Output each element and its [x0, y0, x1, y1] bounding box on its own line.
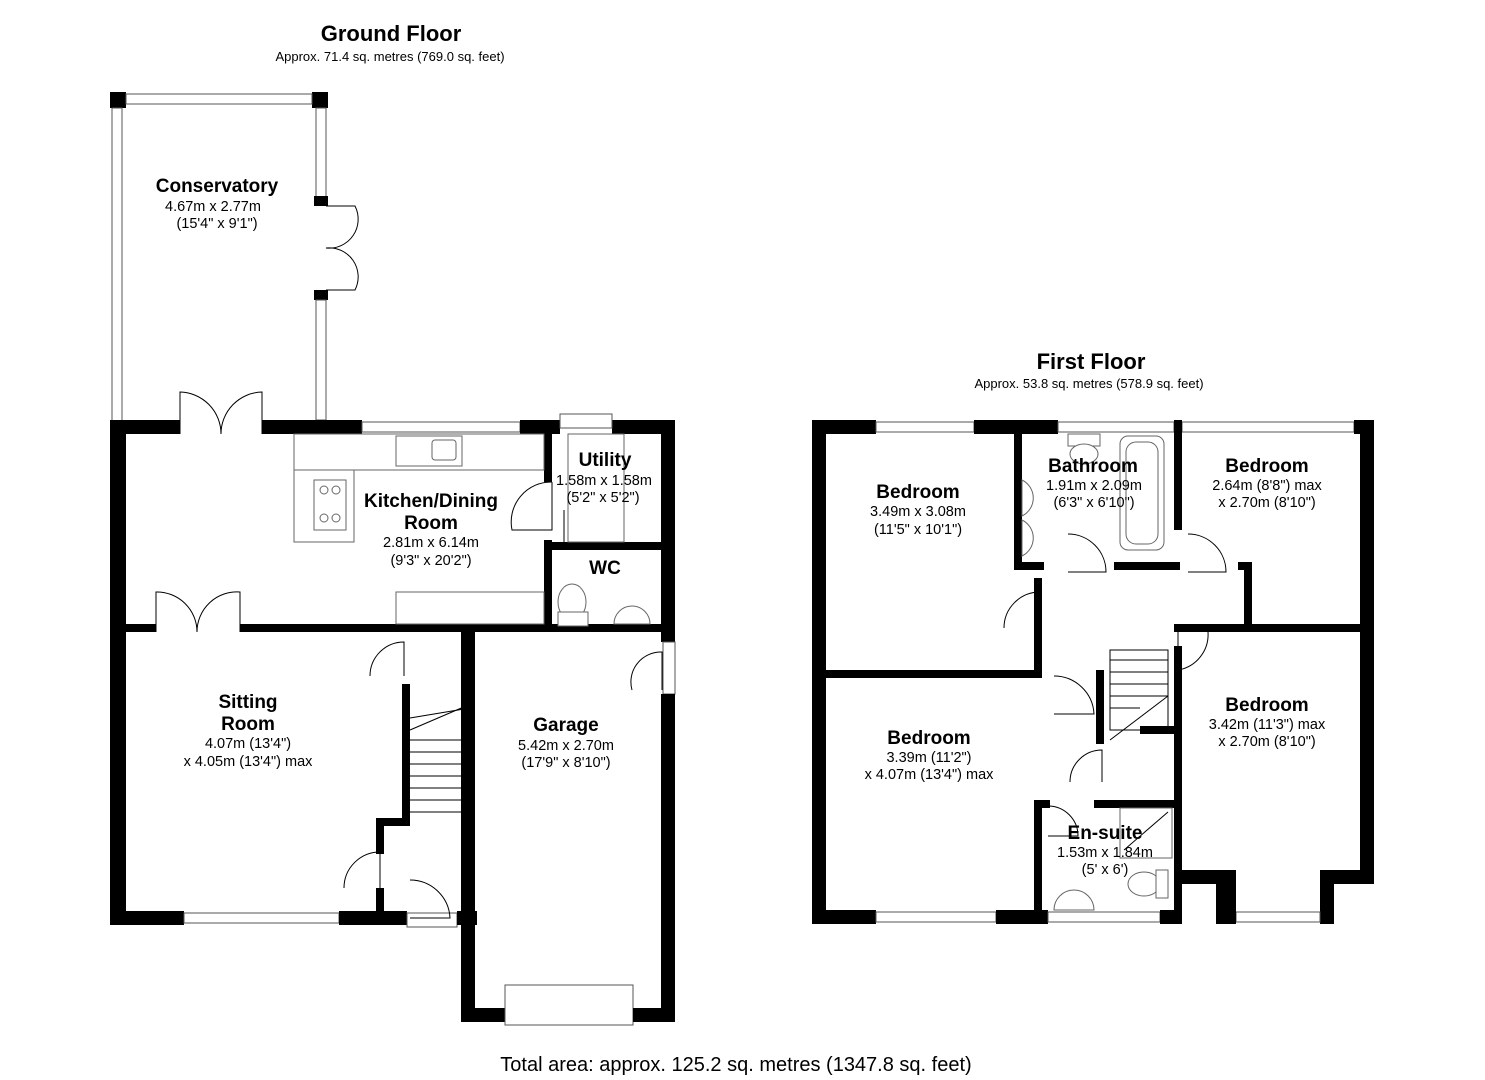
room-dims: (15'4" x 9'1"): [176, 216, 257, 232]
ground-floor-fixtures: [293, 433, 651, 813]
room-label-bedroom-rear-left: Bedroom 3.39m (11'2") x 4.07m (13'4") ma…: [865, 728, 995, 783]
room-dims: 2.64m (8'8") max: [1212, 478, 1322, 494]
room-dims: 1.91m x 2.09m: [1046, 478, 1142, 494]
room-dims: 3.49m x 3.08m: [870, 504, 966, 520]
room-name: Room: [221, 714, 275, 735]
first-floor-heading: First Floor Approx. 53.8 sq. metres (578…: [974, 349, 1203, 391]
room-label-garage: Garage 5.42m x 2.70m (17'9" x 8'10"): [518, 715, 614, 771]
first-floor-title: First Floor: [1037, 349, 1146, 374]
room-name: Bedroom: [887, 728, 970, 749]
room-dims: (9'3" x 20'2"): [390, 553, 471, 569]
room-label-bedroom-front-right: Bedroom 2.64m (8'8") max x 2.70m (8'10"): [1212, 456, 1322, 511]
room-name: WC: [589, 558, 621, 579]
ground-floor-area: Approx. 71.4 sq. metres (769.0 sq. feet): [275, 49, 504, 64]
room-name: Bedroom: [876, 482, 959, 503]
room-label-conservatory: Conservatory 4.67m x 2.77m (15'4" x 9'1"…: [156, 176, 279, 232]
room-dims: 4.07m (13'4"): [205, 736, 291, 752]
ground-floor-title: Ground Floor: [321, 21, 462, 46]
room-label-ensuite: En-suite 1.53m x 1.84m (5' x 6'): [1057, 823, 1153, 878]
room-label-bedroom-front-left: Bedroom 3.49m x 3.08m (11'5" x 10'1"): [870, 482, 966, 538]
room-label-wc: WC: [589, 558, 621, 579]
total-area: Total area: approx. 125.2 sq. metres (13…: [500, 1054, 971, 1076]
room-dims: x 4.07m (13'4") max: [865, 767, 995, 783]
room-name: En-suite: [1068, 823, 1143, 844]
ground-floor-plan: [110, 92, 676, 1026]
first-floor-area: Approx. 53.8 sq. metres (578.9 sq. feet): [974, 376, 1203, 391]
room-dims: x 2.70m (8'10"): [1218, 495, 1315, 511]
first-floor-doors: [1003, 533, 1227, 837]
room-name: Bedroom: [1225, 456, 1308, 477]
conservatory-walls: [110, 92, 359, 424]
first-floor-plan: [812, 420, 1374, 924]
room-dims: (17'9" x 8'10"): [521, 755, 610, 771]
ground-floor-doors: [155, 391, 663, 919]
room-name: Conservatory: [156, 176, 279, 197]
room-dims: 3.42m (11'3") max: [1209, 717, 1326, 733]
room-dims: 4.67m x 2.77m: [165, 199, 261, 215]
room-dims: 2.81m x 6.14m: [383, 535, 479, 551]
room-dims: 3.39m (11'2"): [886, 750, 971, 766]
first-floor-walls: [812, 420, 1374, 924]
room-name: Bedroom: [1225, 695, 1308, 716]
room-name: Utility: [579, 450, 632, 471]
room-dims: x 2.70m (8'10"): [1218, 734, 1315, 750]
room-label-sitting: Sitting Room 4.07m (13'4") x 4.05m (13'4…: [184, 692, 314, 770]
room-dims: x 4.05m (13'4") max: [184, 754, 314, 770]
room-dims: (11'5" x 10'1"): [874, 522, 962, 538]
ground-floor-heading: Ground Floor Approx. 71.4 sq. metres (76…: [275, 21, 504, 64]
room-name: Sitting: [218, 692, 277, 713]
room-label-bathroom: Bathroom 1.91m x 2.09m (6'3" x 6'10"): [1046, 456, 1142, 511]
room-name: Kitchen/Dining: [364, 491, 498, 512]
room-name: Garage: [533, 715, 598, 736]
room-name: Bathroom: [1048, 456, 1138, 477]
room-dims: 1.58m x 1.58m: [556, 473, 652, 489]
room-label-bedroom-rear-right: Bedroom 3.42m (11'3") max x 2.70m (8'10"…: [1209, 695, 1326, 750]
room-dims: 1.53m x 1.84m: [1057, 845, 1153, 861]
first-floor-fixtures: [1021, 433, 1173, 911]
room-label-kitchen: Kitchen/Dining Room 2.81m x 6.14m (9'3" …: [364, 491, 498, 569]
room-dims: (5' x 6'): [1082, 862, 1129, 878]
room-name: Room: [404, 513, 458, 534]
room-dims: 5.42m x 2.70m: [518, 738, 614, 754]
room-dims: (6'3" x 6'10"): [1053, 495, 1134, 511]
room-label-utility: Utility 1.58m x 1.58m (5'2" x 5'2"): [556, 450, 652, 506]
ground-floor-walls: [110, 413, 676, 1026]
room-dims: (5'2" x 5'2"): [566, 490, 639, 506]
